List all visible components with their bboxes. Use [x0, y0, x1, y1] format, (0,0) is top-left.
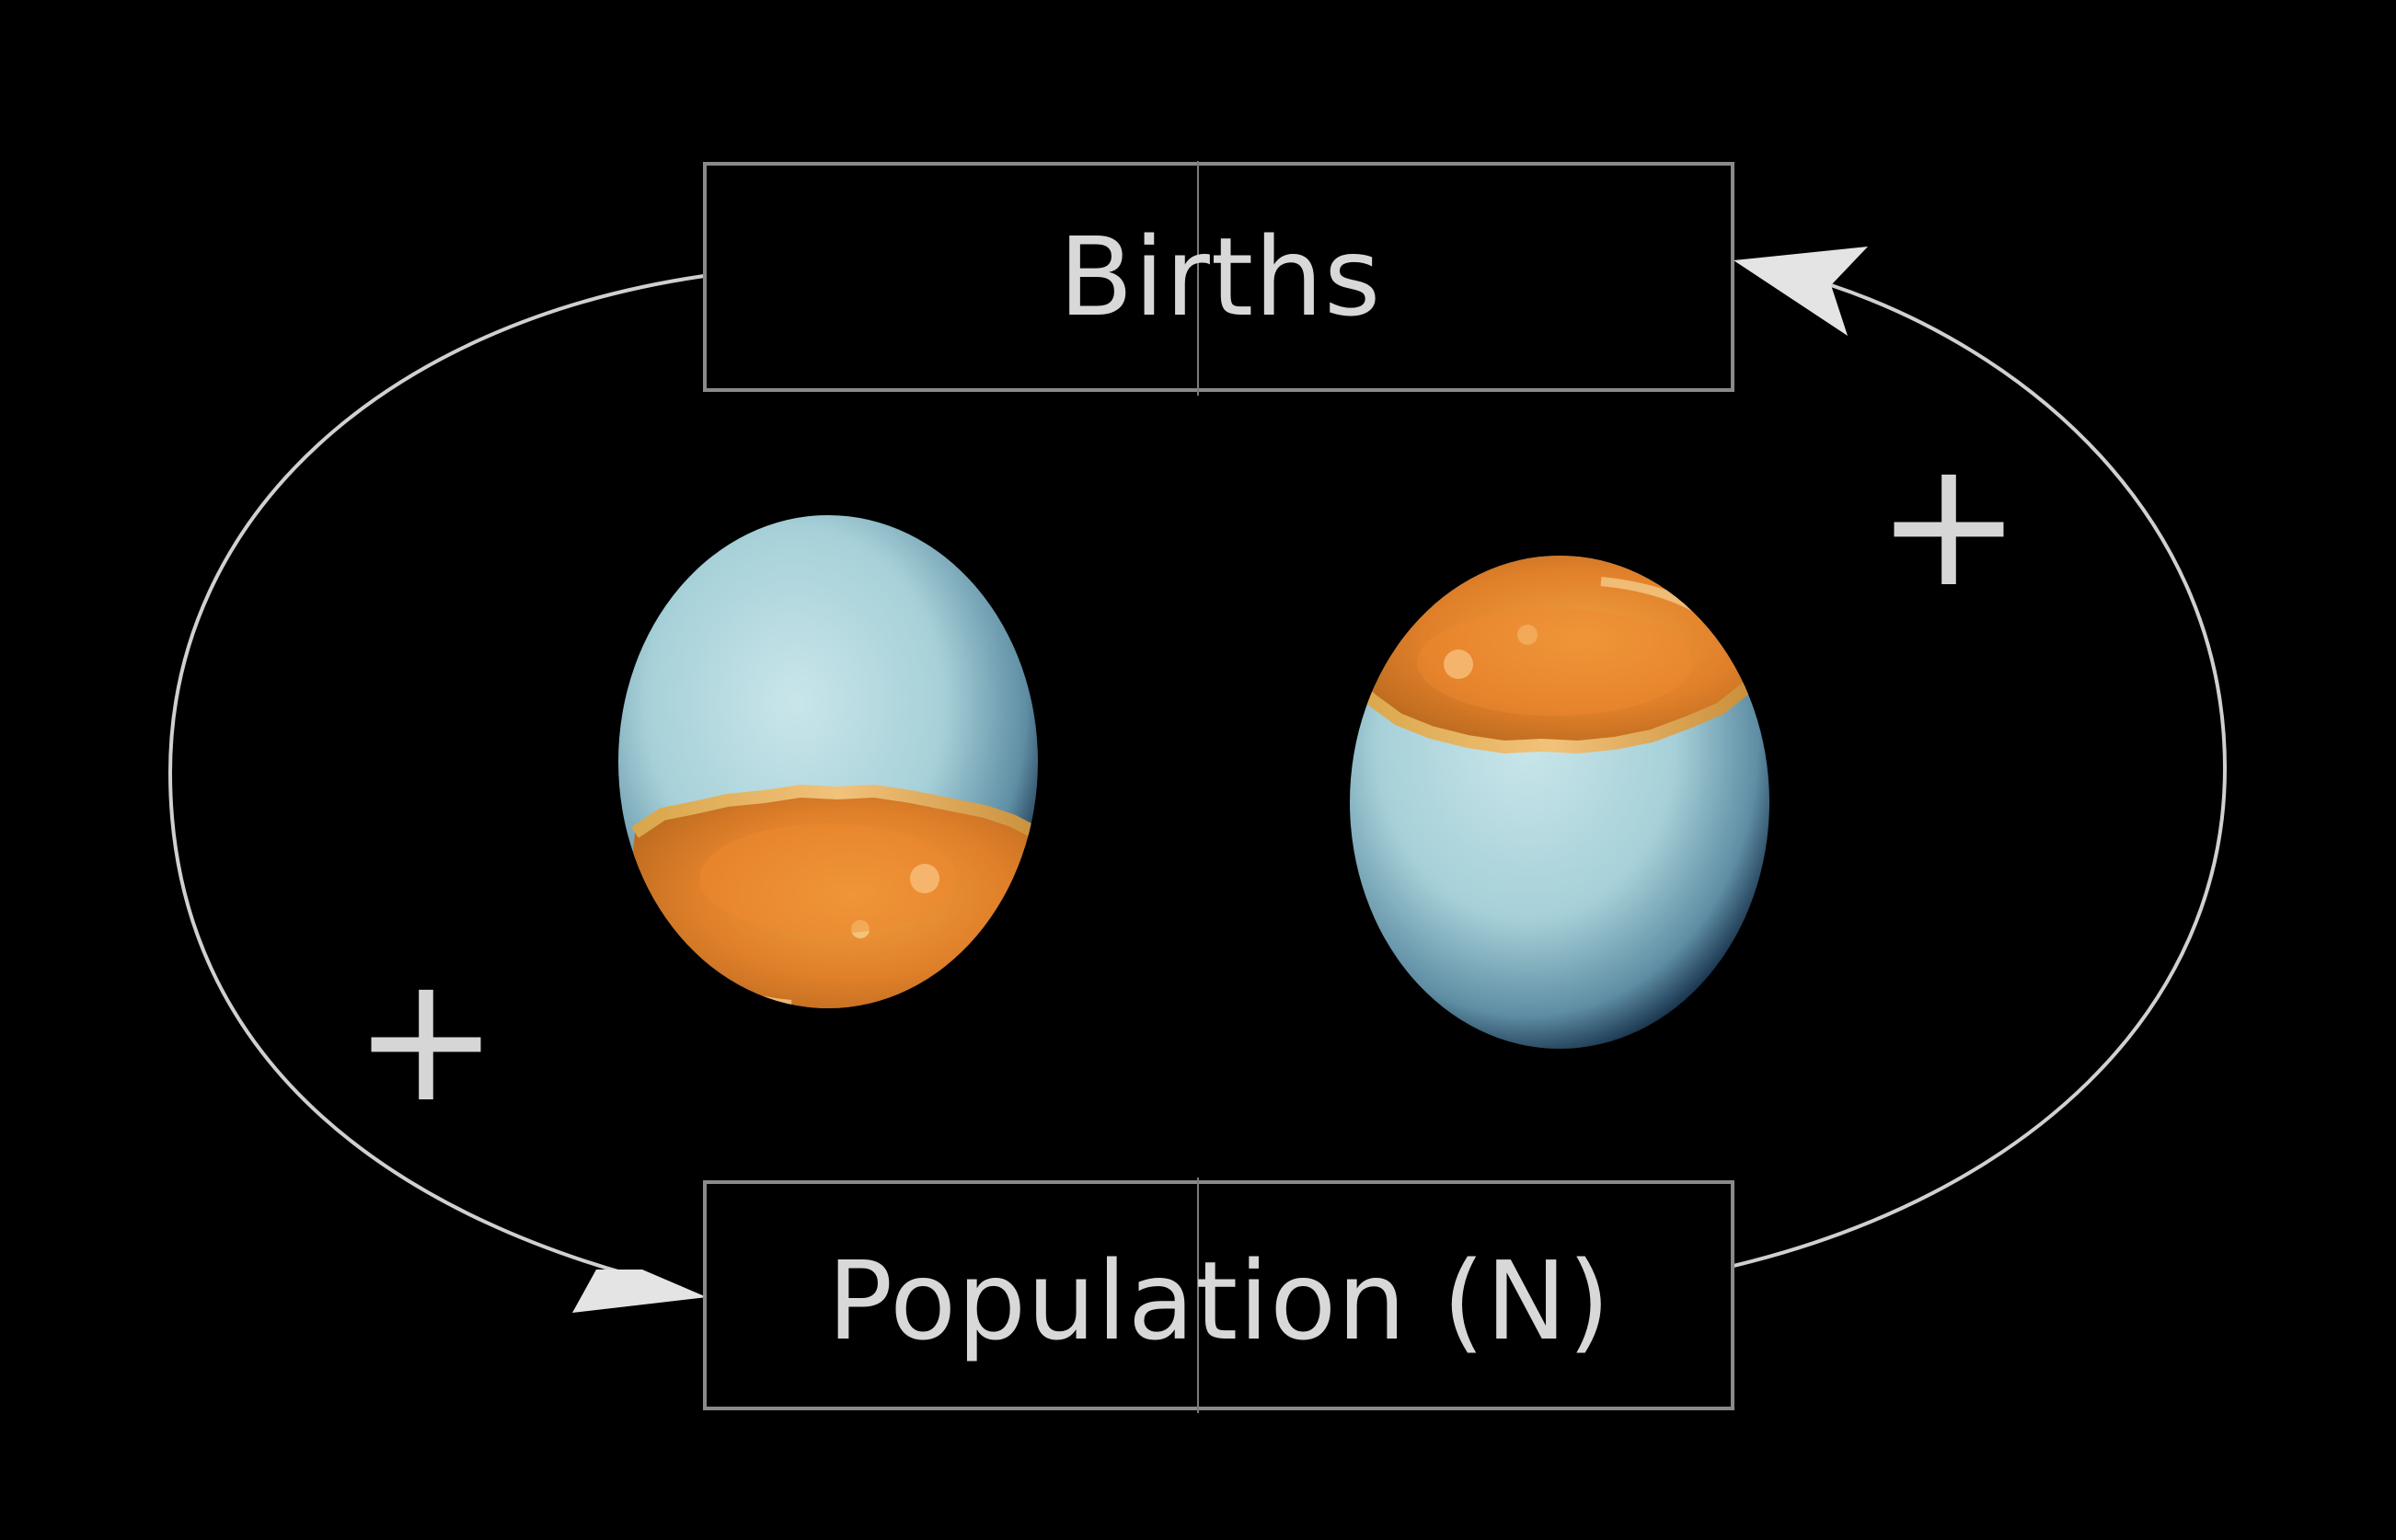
node-births: Births — [703, 161, 1734, 396]
link-population-to-births — [1733, 247, 2228, 1268]
link-births-to-population — [167, 274, 707, 1313]
arrowhead-births — [1734, 247, 1868, 336]
arrowhead-population — [572, 1270, 707, 1313]
sign-plus-left: + — [352, 937, 499, 1141]
births-label: Births — [1059, 213, 1382, 340]
population-box — [703, 1180, 1734, 1410]
cracked-egg-left — [618, 515, 1038, 1008]
egg-shell-icon — [1350, 556, 1769, 1049]
cracked-egg-right — [1350, 556, 1769, 1049]
sign-plus-right: + — [1875, 422, 2022, 626]
population-label: Population (N) — [827, 1237, 1611, 1364]
births-box — [703, 162, 1734, 392]
egg-shell-icon — [618, 515, 1038, 1008]
node-population: Population (N) — [703, 1178, 1734, 1413]
